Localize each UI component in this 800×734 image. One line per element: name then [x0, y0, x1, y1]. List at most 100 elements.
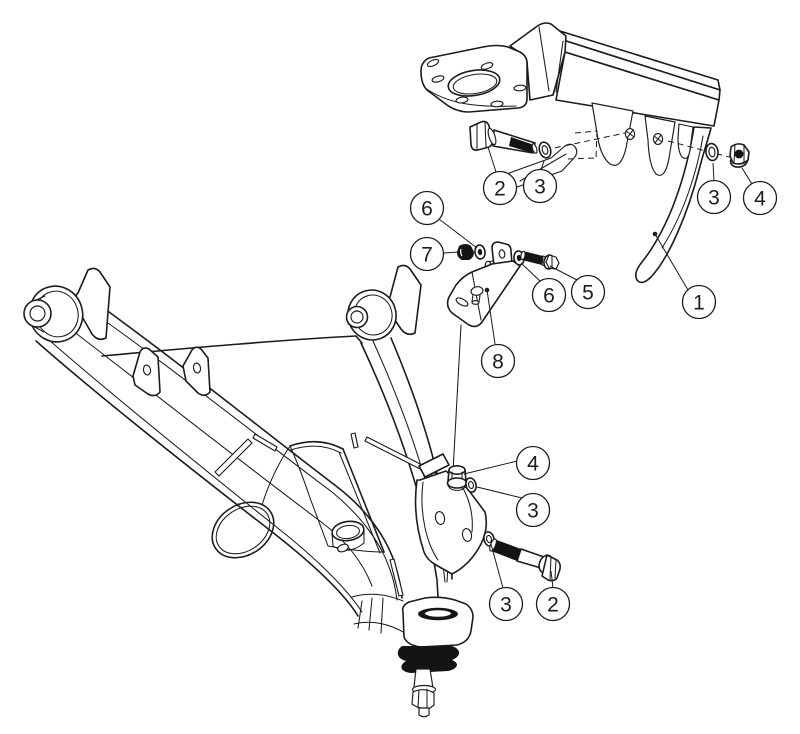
arm-bushing-left [23, 285, 84, 343]
screw-symbol [652, 133, 664, 145]
lower-washer-upper [465, 477, 477, 493]
bump-stop-cup [331, 520, 365, 542]
ball-joint-boot [397, 646, 460, 673]
upper-nut [729, 143, 750, 168]
callout-circle [480, 343, 516, 379]
callout-circle [531, 277, 567, 313]
leader-line-lower-washer-upper [476, 486, 523, 499]
callout-number: 7 [421, 244, 433, 267]
callout-7-mid-nut: 7 [409, 236, 445, 272]
callout-4-lower-nut: 4 [515, 445, 551, 481]
spring-pocket [261, 440, 385, 554]
callout-6-mid-washer-right: 6 [531, 277, 567, 313]
castle-nut [411, 689, 435, 710]
arm-oval-hole [211, 501, 275, 559]
leader-dot [652, 231, 658, 237]
leader-line-mid-washer-left [438, 218, 478, 249]
callout-number: 6 [543, 285, 555, 308]
callout-number: 5 [582, 282, 594, 305]
callout-circle [522, 168, 558, 204]
ball-joint [397, 596, 474, 718]
callout-3-upper-washer-right: 3 [696, 179, 732, 215]
callout-8-drop-bracket: 8 [480, 343, 516, 379]
callout-number: 3 [708, 187, 720, 210]
leader-line-mid-washer-right [520, 262, 541, 282]
lower-bolt [489, 538, 561, 582]
bracket-flap [644, 115, 676, 176]
drop-bracket [446, 241, 521, 328]
callout-number: 6 [421, 198, 433, 221]
callout-circle [681, 284, 717, 320]
bracket-tower [509, 22, 567, 101]
callout-number: 2 [494, 178, 506, 201]
callout-5-mid-bolt: 5 [570, 274, 606, 310]
callout-circle [515, 445, 551, 481]
leader-line-upper-washer-right [712, 162, 715, 182]
push-pin [470, 286, 484, 305]
leader-line-lower-nut [463, 460, 518, 475]
upper-washer-left [538, 141, 552, 159]
arm-bushing-right [345, 289, 397, 341]
leader-line-mid-bolt [549, 265, 578, 281]
callout-circle [488, 586, 524, 622]
callout-number: 3 [500, 594, 512, 617]
upper-bolt [469, 120, 538, 154]
leader-line-frame-bracket [654, 233, 689, 291]
callout-3-upper-washer-left: 3 [522, 168, 558, 204]
ball-joint-housing [401, 596, 474, 648]
callout-number: 4 [527, 453, 539, 476]
callout-3-lower-washer-upper: 3 [515, 492, 551, 528]
leader-line-lower-washer-lower [490, 543, 504, 589]
callout-circle [482, 170, 518, 206]
flange-slot [480, 62, 494, 70]
flange-slot [431, 75, 445, 83]
lower-nut [446, 464, 468, 492]
upper-washer-right [705, 142, 719, 162]
leader-line-upper-nut [741, 167, 753, 185]
bolt-axis-dashed [544, 132, 626, 151]
callout-circle [570, 274, 606, 310]
callout-2-lower-bolt: 2 [535, 586, 571, 622]
bracket-flap [591, 102, 634, 166]
flange-slot [513, 84, 527, 92]
callout-2-upper-bolt: 2 [482, 170, 518, 206]
callout-number: 3 [527, 500, 539, 523]
leader-line-drop-bracket [486, 289, 496, 345]
frame-bracket [420, 22, 734, 284]
callout-number: 4 [754, 188, 766, 211]
callout-circle [696, 179, 732, 215]
flange-slot [426, 58, 440, 68]
flange-center-hole [447, 69, 501, 97]
callout-circle [409, 236, 445, 272]
mid-bolt [520, 250, 560, 270]
leader-dot [484, 287, 490, 293]
arm-end-clamp [351, 593, 406, 634]
control-arm [23, 264, 462, 634]
bracket-leg [635, 126, 712, 284]
weld-stick [214, 432, 437, 597]
callout-3-lower-washer-lower: 3 [488, 586, 524, 622]
leader-line-mid-nut [443, 251, 460, 254]
callout-1-frame-bracket: 1 [681, 284, 717, 320]
callout-4-upper-nut: 4 [742, 180, 778, 216]
leader-line-upper-washer-left [540, 160, 545, 171]
callout-circle [409, 190, 445, 226]
callout-number: 8 [492, 351, 504, 374]
callout-number: 3 [534, 176, 546, 199]
callout-number: 1 [693, 292, 705, 315]
callout-circle [515, 492, 551, 528]
mid-nut [457, 244, 474, 260]
leader-line-upper-bolt [487, 146, 497, 173]
callout-circle [535, 586, 571, 622]
screw-symbol [624, 128, 636, 140]
callout-6-mid-washer-left: 6 [409, 190, 445, 226]
leader-line-lower-bolt [550, 570, 554, 589]
bolt-axis-dashed [667, 140, 734, 159]
arm-tab [132, 347, 161, 397]
callout-circle [742, 180, 778, 216]
arm-tab [182, 346, 211, 397]
mid-washer-left [474, 244, 486, 260]
